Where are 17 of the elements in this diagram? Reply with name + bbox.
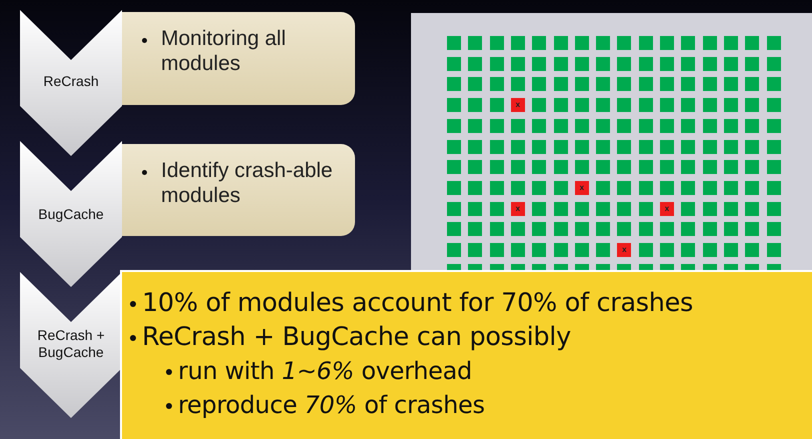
summary-box bbox=[120, 270, 812, 439]
summary-point: reproduce 70% of crashes bbox=[178, 390, 486, 421]
step-label: ReCrash + BugCache bbox=[36, 327, 106, 361]
step-label: BugCache bbox=[37, 206, 105, 223]
description-text: Identify crash-able modules bbox=[161, 158, 334, 208]
summary-point: ReCrash + BugCache can possibly bbox=[142, 321, 572, 354]
description-box bbox=[121, 144, 355, 236]
summary-point: run with 1~6% overhead bbox=[178, 356, 473, 387]
crash-mark: x bbox=[622, 246, 627, 254]
crash-mark: x bbox=[516, 204, 520, 213]
crash-mark: x bbox=[516, 101, 520, 110]
summary-point: 10% of modules account for 70% of crashes bbox=[142, 287, 694, 320]
crash-mark: x bbox=[580, 184, 584, 192]
description-text: Monitoring all modules bbox=[161, 26, 287, 76]
step-label: ReCrash bbox=[42, 73, 100, 90]
crash-mark: x bbox=[664, 204, 670, 213]
description-box bbox=[121, 12, 355, 105]
